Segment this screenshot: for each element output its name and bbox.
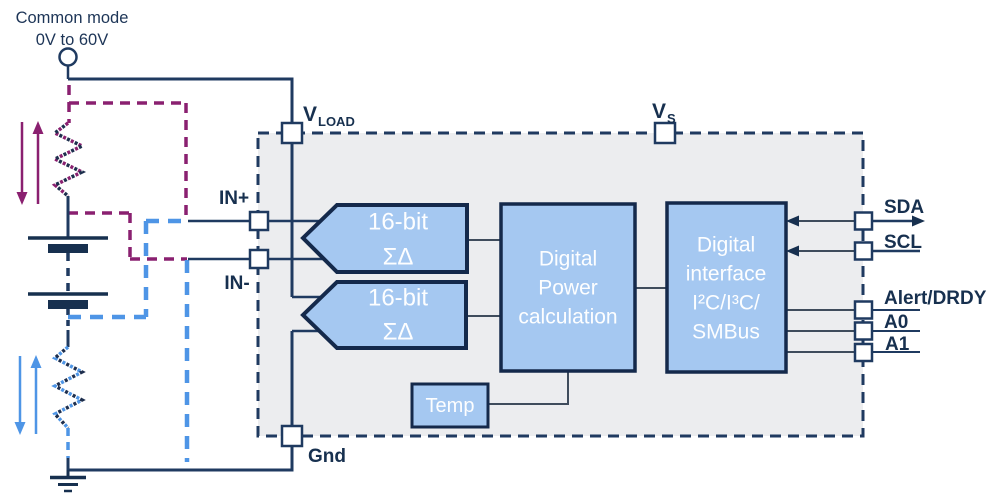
shunt-resistor-bottom-shade: [51, 345, 86, 430]
battery-2-short-plate: [48, 300, 88, 309]
adc2-label-line2: ΣΔ: [383, 319, 414, 346]
temp-to-power-wire: [488, 372, 569, 405]
shunt-resistor-top: [50, 121, 87, 198]
ground-symbol: [50, 470, 86, 493]
adc1-label-line2: ΣΔ: [383, 244, 414, 271]
low-side-sense-path: [68, 218, 190, 462]
vload-label-sub: LOAD: [318, 114, 355, 129]
a0-terminal: [853, 321, 874, 341]
alert-terminal: [853, 300, 874, 320]
adc1-block: [300, 203, 469, 274]
scl-terminal: [853, 241, 874, 261]
shunt-resistor-top-shade: [50, 121, 87, 198]
ground-return-wire: [68, 331, 294, 472]
a1-terminal: [853, 342, 874, 363]
interface-label-line1: Digital: [697, 234, 755, 257]
power-calculation-block: [499, 202, 637, 373]
sda-label: SDA: [884, 197, 924, 218]
scl-label: SCL: [884, 232, 922, 253]
sda-terminal: [853, 211, 874, 231]
vs-label-base: V: [652, 100, 666, 123]
gnd-terminal: [280, 424, 304, 448]
power-label-line3: calculation: [518, 306, 617, 329]
arrow-up-icon: [32, 121, 44, 134]
vs-terminal: [653, 121, 677, 145]
high-side-sense-path: [67, 85, 188, 261]
adc2-block: [300, 280, 468, 350]
interface-label-line4: SMBus: [692, 321, 760, 344]
a0-label: A0: [884, 312, 908, 333]
interface-label-line2: interface: [686, 263, 767, 286]
gnd-label: Gnd: [308, 446, 346, 467]
current-arrows-bottom: [14, 355, 42, 435]
common-mode-terminal: [58, 47, 78, 67]
adc1-label-line1: 16-bit: [368, 209, 428, 236]
vload-supply-wire: [68, 77, 294, 297]
a1-label: A1: [885, 334, 910, 355]
arrow-right-icon: [912, 215, 925, 227]
alert-drdy-label: Alert/DRDY: [884, 288, 987, 309]
interface-label-line3: I²C/I³C/: [692, 292, 760, 315]
in-plus-label: IN+: [219, 188, 249, 209]
in-plus-terminal: [248, 210, 270, 232]
arrow-left-icon: [786, 245, 799, 257]
vload-terminal: [280, 121, 304, 145]
shunt-resistor-bottom: [51, 345, 86, 430]
vload-label-base: V: [303, 103, 317, 126]
common-mode-label-line1: Common mode: [16, 9, 129, 27]
power-label-line1: Digital: [539, 248, 597, 271]
arrow-down-icon: [14, 422, 26, 435]
in-minus-terminal: [248, 248, 270, 270]
common-mode-label-line2: 0V to 60V: [36, 31, 108, 49]
current-arrows-top: [16, 121, 44, 205]
temp-sensor-block: [410, 382, 490, 429]
digital-interface-block: [665, 201, 788, 374]
battery-1-short-plate: [48, 244, 88, 253]
vs-label-sub: S: [667, 111, 676, 126]
adc2-label-line1: 16-bit: [368, 285, 428, 312]
power-label-line2: Power: [538, 277, 598, 300]
in-minus-label: IN-: [224, 273, 249, 294]
arrow-down-icon: [16, 192, 28, 205]
arrow-up-icon: [30, 355, 42, 368]
temp-label: Temp: [426, 395, 475, 417]
arrow-left-icon: [786, 215, 799, 227]
